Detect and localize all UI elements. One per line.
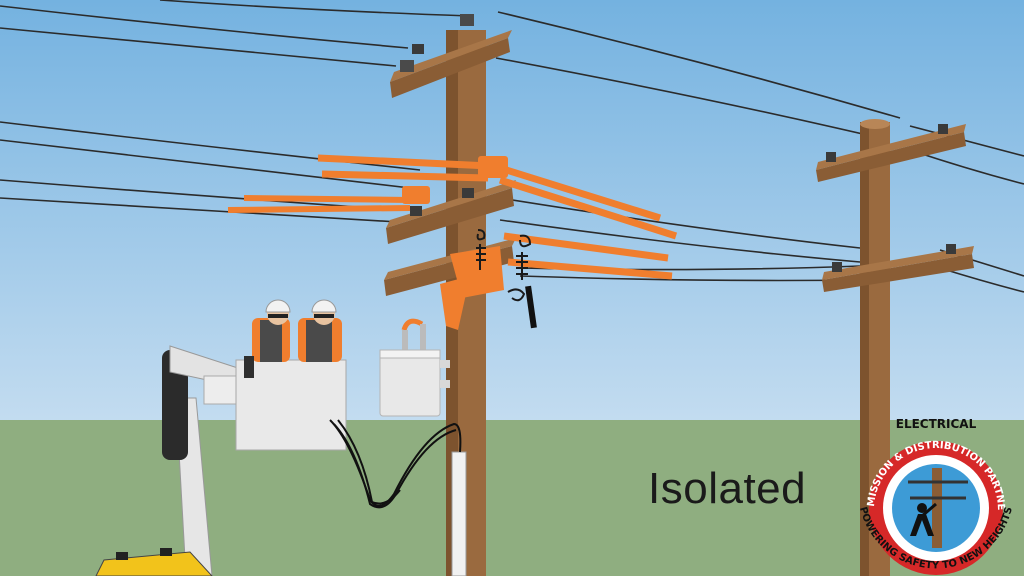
orange-insulator-covers	[402, 156, 508, 330]
logo-top-text: ELECTRICAL	[896, 417, 977, 431]
logo-lineworker-icon	[908, 468, 968, 548]
fuse-cutouts	[476, 229, 532, 302]
aerial-bucket	[235, 359, 347, 451]
lineworker-left	[244, 299, 291, 378]
power-lines	[0, 0, 1024, 293]
orange-line-covers	[227, 154, 678, 280]
truck-body	[95, 548, 213, 576]
slide-caption: Isolated	[648, 464, 807, 513]
lineworker-right	[298, 299, 342, 362]
etdp-logo: ELECTRICAL TRANSMISSION & DISTRIBUTION P…	[852, 412, 1015, 575]
bucket-truck-boom	[162, 345, 245, 576]
grounding-cable	[329, 419, 462, 509]
transformer	[379, 318, 450, 417]
far-utility-pole	[816, 119, 974, 576]
cutout-handle	[525, 285, 537, 329]
